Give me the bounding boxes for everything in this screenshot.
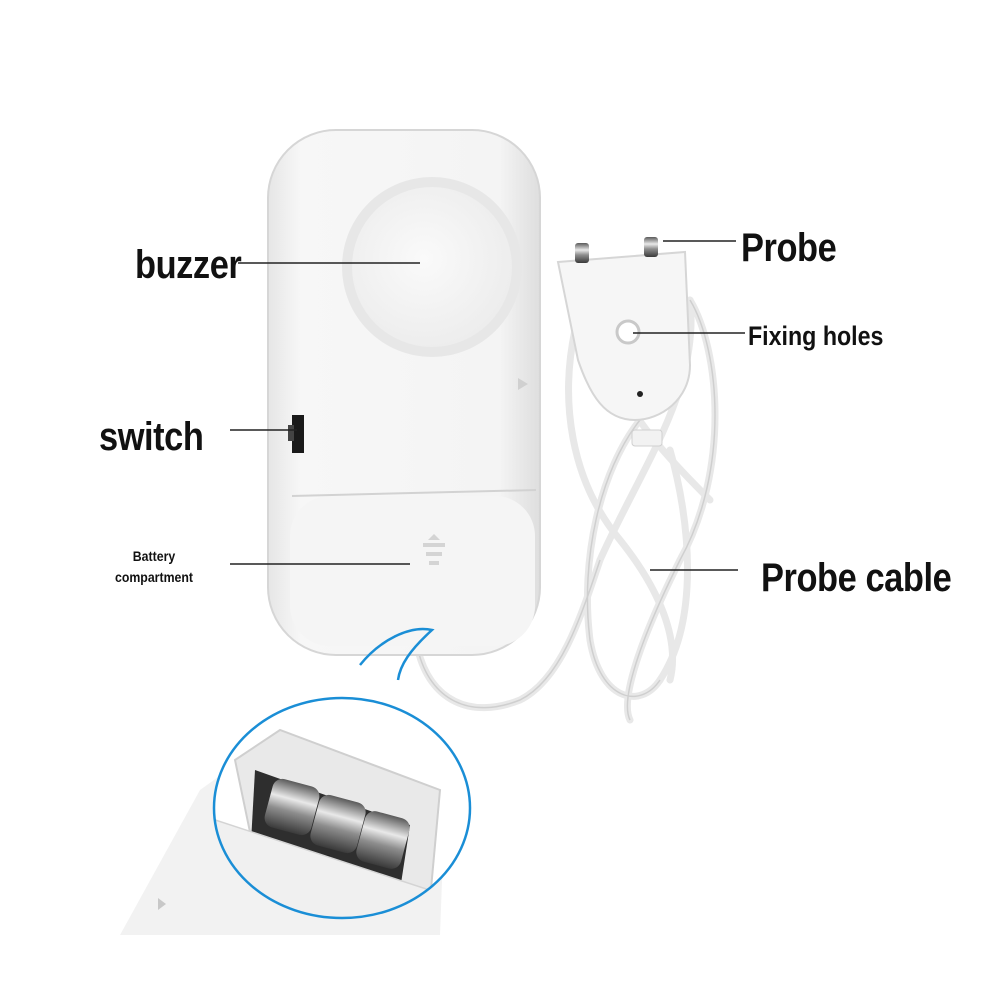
battery-cells — [264, 778, 410, 869]
fixing-holes-label: Fixing holes — [748, 321, 884, 351]
probe-pin-left — [575, 243, 589, 263]
magnifier-pointer — [359, 627, 435, 681]
battery-compartment-label: Battery compartment — [110, 546, 198, 588]
probe-label: Probe — [741, 226, 837, 270]
magnifier — [120, 696, 472, 935]
battery-label-line2: compartment — [114, 569, 194, 585]
device-body — [267, 129, 541, 656]
battery-cover-arrow — [423, 534, 445, 565]
probe-head — [556, 237, 692, 447]
switch — [292, 415, 304, 453]
leader-lines — [230, 240, 745, 571]
probe-cable-label: Probe cable — [761, 556, 952, 600]
battery-label-line1: Battery — [132, 548, 176, 564]
probe-pin-right — [644, 237, 658, 257]
switch-label: switch — [99, 415, 204, 459]
buzzer-label: buzzer — [135, 243, 242, 287]
fixing-hole — [615, 319, 641, 345]
